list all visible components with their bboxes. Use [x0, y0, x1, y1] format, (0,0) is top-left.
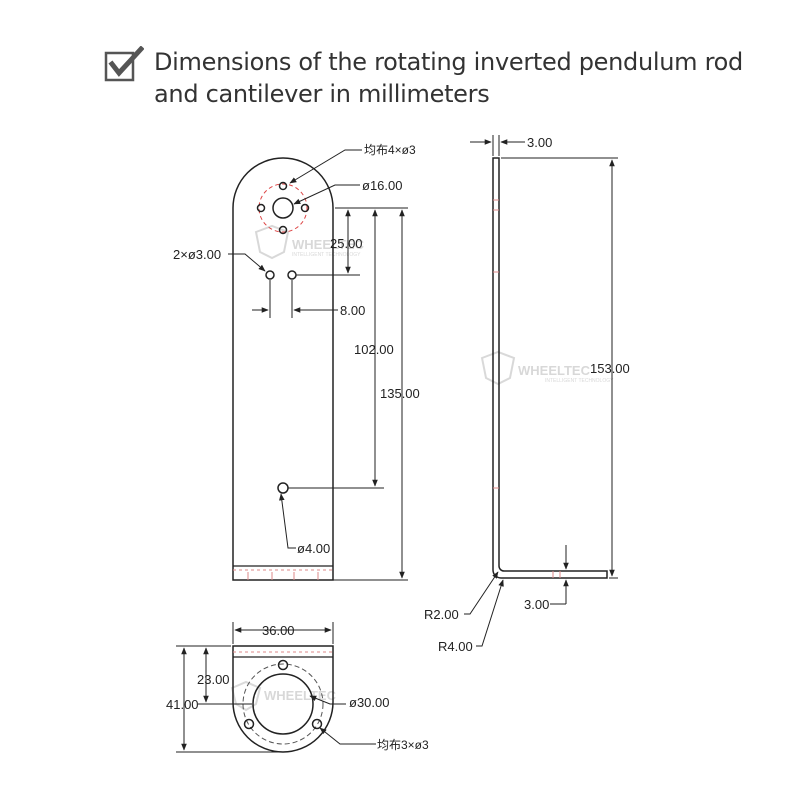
front-labels: 均布4×ø3 ø16.00 2×ø3.00 25.00 8.00 102.00 … [173, 143, 420, 556]
svg-text:3.00: 3.00 [527, 135, 552, 150]
svg-text:25.00: 25.00 [330, 236, 363, 251]
svg-text:2×ø3.00: 2×ø3.00 [173, 247, 221, 262]
svg-text:WHEELTEC: WHEELTEC [518, 363, 591, 378]
rod-outline [232, 157, 334, 581]
svg-text:8.00: 8.00 [340, 303, 365, 318]
svg-text:3.00: 3.00 [524, 597, 549, 612]
side-labels: 3.00 153.00 R2.00 R4.00 3.00 [424, 135, 630, 654]
cantilever-dimensions [176, 622, 376, 753]
svg-text:36.00: 36.00 [262, 623, 295, 638]
cantilever-view [232, 645, 334, 753]
cantilever-outline [232, 645, 334, 753]
svg-text:R2.00: R2.00 [424, 607, 459, 622]
cantilever-labels: 36.00 23.00 41.00 ø30.00 均布3×ø3 [166, 623, 429, 752]
cantilever-bolt-circle [242, 663, 324, 745]
watermark-side: WHEELTEC INTELLIGENT TECHNOLOGY [480, 350, 614, 386]
svg-text:ø4.00: ø4.00 [297, 541, 330, 556]
front-dimensions [228, 149, 408, 581]
side-dimensions [464, 135, 618, 647]
svg-text:INTELLIGENT TECHNOLOGY: INTELLIGENT TECHNOLOGY [545, 378, 614, 384]
page-title: Dimensions of the rotating inverted pend… [154, 48, 743, 108]
svg-text:135.00: 135.00 [380, 386, 420, 401]
svg-text:23.00: 23.00 [197, 672, 230, 687]
svg-text:WHEELTEC: WHEELTEC [264, 688, 337, 703]
bolt-circle [258, 183, 308, 233]
center-hole [272, 197, 294, 219]
svg-text:均布3×ø3: 均布3×ø3 [377, 738, 429, 752]
svg-text:41.00: 41.00 [166, 697, 199, 712]
svg-text:153.00: 153.00 [590, 361, 630, 376]
front-view [232, 157, 334, 581]
svg-text:ø16.00: ø16.00 [362, 178, 402, 193]
svg-text:102.00: 102.00 [354, 342, 394, 357]
checkbox-checked-icon [104, 46, 144, 82]
svg-text:R4.00: R4.00 [438, 639, 473, 654]
cantilever-big-hole [252, 673, 314, 735]
svg-text:ø30.00: ø30.00 [349, 695, 389, 710]
svg-text:INTELLIGENT TECHNOLOGY: INTELLIGENT TECHNOLOGY [292, 252, 361, 258]
svg-text:均布4×ø3: 均布4×ø3 [364, 143, 416, 157]
